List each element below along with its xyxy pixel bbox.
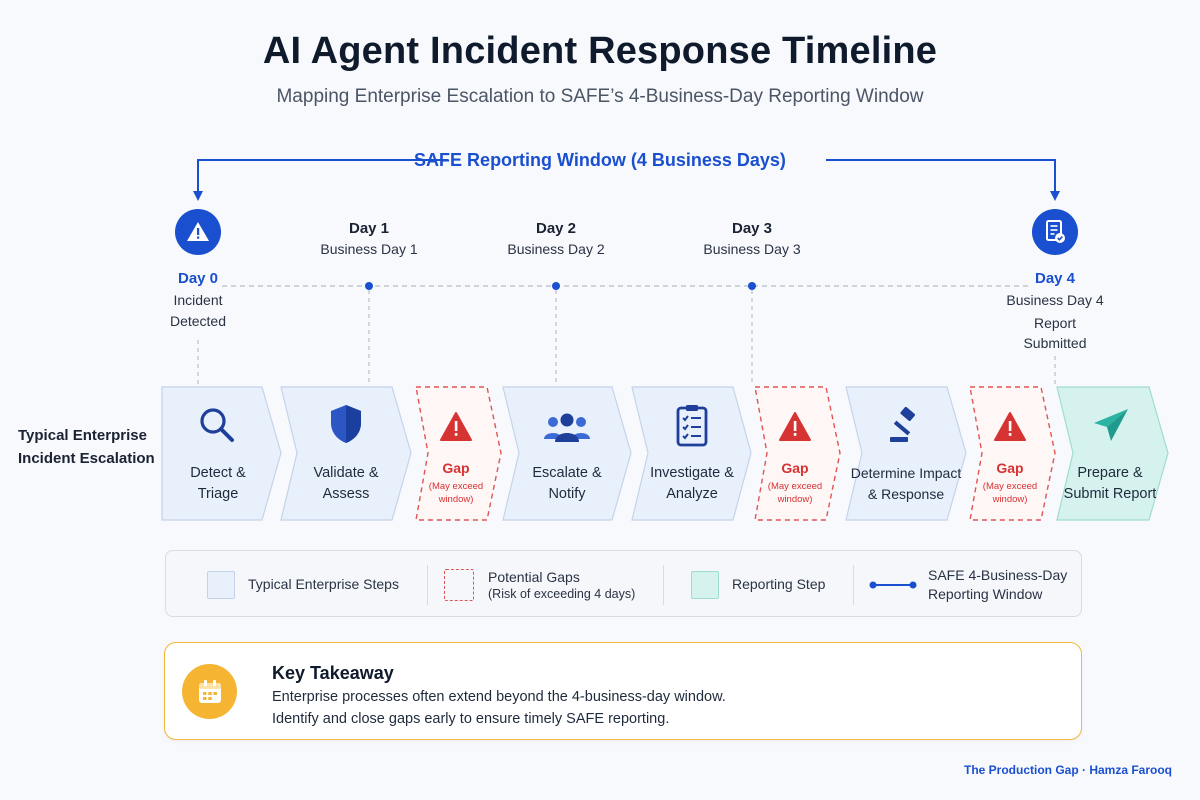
- day4-sub-2: Report: [1033, 315, 1077, 331]
- day0-sub-2: Detected: [169, 313, 227, 329]
- warning-icon: [175, 209, 221, 255]
- report-check-icon: [1032, 209, 1078, 255]
- send-icon: [1094, 409, 1128, 441]
- legend-divider: [853, 565, 854, 605]
- takeaway-line-2: Identify and close gaps early to ensure …: [272, 711, 670, 727]
- footer-credit: The Production Gap · Hamza Farooq: [963, 763, 1172, 777]
- day1-sub: Business Day 1: [320, 241, 418, 257]
- legend-divider: [427, 565, 428, 605]
- legend-label-steps: Typical Enterprise Steps: [248, 576, 399, 592]
- legend-divider: [663, 565, 664, 605]
- gap-sub-1: (May exceed: [767, 481, 823, 492]
- legend-label-window-1: SAFE 4-Business-Day: [928, 566, 1068, 583]
- gap-sub-2: window): [992, 494, 1028, 505]
- gap-1: Gap (May exceed window): [419, 387, 493, 520]
- search-icon: [200, 408, 234, 442]
- team-icon: [544, 413, 590, 442]
- step-determine-impact: Determine Impact & Response: [850, 387, 962, 520]
- day1-heading: Day 1: [348, 220, 390, 237]
- legend: Typical Enterprise Steps Potential Gaps …: [165, 550, 1082, 617]
- legend-item-window: SAFE 4-Business-Day Reporting Window: [868, 551, 1067, 618]
- takeaway-line-1: Enterprise processes often extend beyond…: [272, 689, 726, 705]
- day2-heading: Day 2: [535, 220, 577, 237]
- legend-swatch-gaps: [444, 568, 474, 601]
- legend-label-reporting: Reporting Step: [732, 576, 826, 592]
- legend-swatch-reporting: [691, 570, 719, 599]
- gap-sub-2: window): [438, 494, 474, 505]
- chevron-detect-triage: [161, 386, 282, 521]
- chevron-gap-3: [969, 386, 1056, 521]
- calendar-icon: [182, 664, 237, 719]
- timeline-dot-day2: [552, 282, 560, 290]
- legend-label-gaps: Potential Gaps: [488, 569, 580, 585]
- gap-2: Gap (May exceed window): [758, 387, 832, 520]
- gap-sub-1: (May exceed: [428, 481, 484, 492]
- step-label-line-2: Assess: [322, 486, 370, 502]
- day4-sub-3: Submitted: [1023, 335, 1087, 351]
- day0-heading: Day 0: [177, 270, 219, 287]
- takeaway-title: Key Takeaway: [272, 663, 394, 683]
- chevron-gap-2: [754, 386, 841, 521]
- step-label-line-1: Investigate &: [650, 465, 734, 481]
- day3-heading: Day 3: [731, 220, 773, 237]
- gap-sub-1: (May exceed: [982, 481, 1038, 492]
- chevron-escalate-notify: [502, 386, 632, 521]
- window-bracket-right: [826, 159, 1060, 201]
- day4-heading: Day 4: [1034, 270, 1076, 287]
- reporting-window-label: SAFE Reporting Window (4 Business Days): [414, 150, 786, 170]
- step-label-line-1: Validate &: [313, 465, 379, 481]
- page-title: AI Agent Incident Response Timeline: [262, 30, 938, 72]
- step-label-line-1: Escalate &: [532, 465, 602, 481]
- legend-item-steps: Typical Enterprise Steps: [207, 551, 399, 618]
- day4-sub-1: Business Day 4: [1006, 292, 1104, 308]
- step-detect-triage: Detect & Triage: [162, 387, 274, 520]
- row-label-line-2: Incident Escalation: [18, 450, 155, 467]
- step-label-line-2: Analyze: [666, 486, 718, 502]
- step-label-line-2: Submit Report: [1063, 486, 1157, 502]
- legend-label-window-2: Reporting Window: [928, 585, 1043, 602]
- step-label-line-2: & Response: [867, 486, 945, 502]
- gap-sub-2: window): [777, 494, 813, 505]
- step-label-line-1: Prepare &: [1077, 465, 1143, 481]
- row-label: Typical Enterprise Incident Escalation: [18, 424, 163, 470]
- gap-title: Gap: [996, 460, 1024, 476]
- step-label-line-1: Detect &: [190, 465, 246, 481]
- warning-icon: [779, 412, 811, 441]
- gavel-icon: [890, 406, 915, 442]
- chevron-gap-1: [415, 386, 502, 521]
- day0-sub-1: Incident: [173, 292, 223, 308]
- legend-item-gaps: Potential Gaps (Risk of exceeding 4 days…: [444, 551, 635, 618]
- gap-title: Gap: [442, 460, 470, 476]
- day2-sub: Business Day 2: [507, 241, 605, 257]
- chevron-determine-impact: [845, 386, 967, 521]
- chevron-validate-assess: [280, 386, 412, 521]
- step-label-line-2: Triage: [197, 486, 239, 502]
- legend-item-reporting: Reporting Step: [691, 551, 825, 618]
- step-investigate-analyze: Investigate & Analyze: [638, 387, 746, 520]
- warning-icon: [994, 412, 1026, 441]
- gap-3: Gap (May exceed window): [973, 387, 1047, 520]
- legend-window-line: [869, 581, 917, 588]
- legend-swatch-steps: [207, 570, 235, 599]
- step-label-line-2: Notify: [548, 486, 586, 502]
- step-label-line-1: Determine Impact: [850, 465, 962, 481]
- chevron-investigate-analyze: [631, 386, 752, 521]
- step-escalate-notify: Escalate & Notify: [512, 387, 622, 520]
- timeline-dot-day1: [365, 282, 373, 290]
- page-subtitle: Mapping Enterprise Escalation to SAFE’s …: [276, 86, 924, 107]
- shield-icon: [331, 405, 361, 443]
- day3-sub: Business Day 3: [703, 241, 801, 257]
- step-prepare-submit: Prepare & Submit Report: [1058, 387, 1162, 520]
- chevron-prepare-submit: [1056, 386, 1169, 521]
- key-takeaway-card: Key Takeaway Enterprise processes often …: [164, 642, 1082, 740]
- step-validate-assess: Validate & Assess: [290, 387, 402, 520]
- timeline-dot-day3: [748, 282, 756, 290]
- clipboard-icon: [676, 405, 708, 447]
- legend-sub-gaps: (Risk of exceeding 4 days): [488, 587, 636, 601]
- window-bracket-left: [193, 159, 448, 201]
- warning-icon: [440, 412, 472, 441]
- row-label-line-1: Typical Enterprise: [18, 427, 147, 444]
- gap-title: Gap: [781, 460, 809, 476]
